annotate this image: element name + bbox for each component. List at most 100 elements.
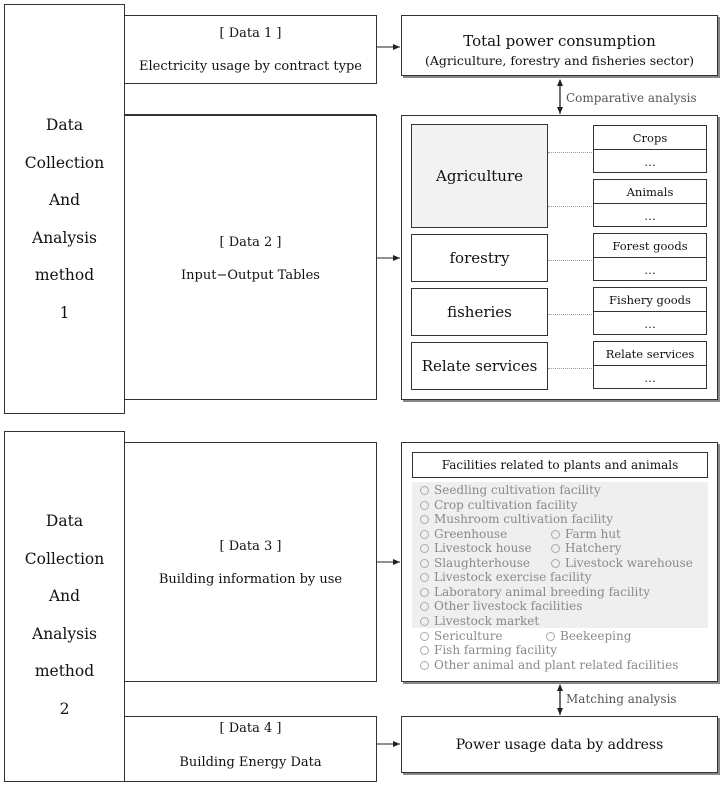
sub-crops: Crops … (593, 125, 707, 173)
facility-item-label: Greenhouse (434, 527, 508, 541)
facility-item: Slaughterhouse (420, 556, 530, 570)
method1-line: Collection (24, 153, 105, 172)
radio-circle-icon (420, 529, 429, 539)
data3-data4-connector (124, 681, 125, 716)
method1-line: And (48, 191, 81, 209)
data4-title: Building Energy Data (179, 755, 322, 770)
radio-circle-icon (420, 572, 429, 582)
data1-tag: [ Data 1 ] (219, 26, 282, 41)
facility-item-label: Livestock warehouse (565, 556, 693, 570)
dotted-connector (548, 368, 594, 369)
facility-item-label: Slaughterhouse (434, 556, 530, 570)
sector-fisheries-label: fisheries (447, 303, 512, 321)
data2-box: [ Data 2 ] Input−Output Tables (124, 115, 377, 400)
radio-circle-icon (551, 543, 560, 553)
sector-agriculture: Agriculture (411, 124, 548, 228)
sub-fishery-goods-label: Fishery goods (594, 288, 706, 312)
method2-line: Data (45, 512, 84, 530)
radio-circle-icon (420, 485, 429, 495)
sub-animals: Animals … (593, 179, 707, 227)
radio-circle-icon (420, 601, 429, 611)
data1-title: Electricity usage by contract type (139, 59, 362, 74)
sector-fisheries: fisheries (411, 288, 548, 336)
data2-tag: [ Data 2 ] (219, 235, 282, 250)
data1-box: [ Data 1 ] Electricity usage by contract… (124, 15, 377, 84)
data4-box: [ Data 4 ] Building Energy Data (124, 716, 377, 782)
facility-item: Sericulture (420, 629, 503, 643)
method1-line: 1 (59, 303, 70, 322)
data1-data2-connector (124, 83, 376, 115)
sub-forest-goods: Forest goods … (593, 233, 707, 281)
method2-panel: Data Collection And Analysis method 2 (4, 431, 125, 782)
facility-item-label: Laboratory animal breeding facility (434, 585, 650, 599)
data3-box: [ Data 3 ] Building information by use (124, 442, 377, 682)
sub-relate-services-more: … (644, 370, 656, 385)
dotted-connector (548, 260, 594, 261)
facility-item: Livestock house (420, 541, 532, 555)
facility-item: Mushroom cultivation facility (420, 512, 613, 526)
radio-circle-icon (420, 645, 429, 655)
radio-circle-icon (420, 543, 429, 553)
method2-line: Collection (24, 549, 105, 568)
facility-item-label: Sericulture (434, 629, 503, 643)
radio-circle-icon (546, 631, 555, 641)
sector-relate-services-label: Relate services (421, 357, 538, 375)
dotted-connector (548, 314, 594, 315)
method1-line: method (34, 266, 95, 284)
sector-forestry-label: forestry (449, 249, 510, 267)
total-power-box: Total power consumption (Agriculture, fo… (401, 15, 718, 76)
facility-item-label: Farm hut (565, 527, 621, 541)
method2-line: Analysis (32, 624, 97, 643)
sub-fishery-goods-more: … (644, 316, 656, 331)
radio-circle-icon (551, 558, 560, 568)
data2-title: Input−Output Tables (181, 268, 320, 283)
sub-forest-goods-label: Forest goods (594, 234, 706, 258)
sub-crops-more: … (644, 154, 656, 169)
radio-circle-icon (420, 587, 429, 597)
facility-item: Beekeeping (546, 629, 631, 643)
facility-item: Other animal and plant related facilitie… (420, 658, 678, 672)
method1-line: Analysis (32, 228, 97, 247)
facility-item: Farm hut (551, 527, 621, 541)
facility-item: Livestock market (420, 614, 539, 628)
facility-item: Hatchery (551, 541, 622, 555)
sub-relate-services: Relate services … (593, 341, 707, 389)
facilities-header-label: Facilities related to plants and animals (441, 458, 679, 472)
facility-item-label: Hatchery (565, 541, 622, 555)
facility-item-label: Seedling cultivation facility (434, 483, 601, 497)
sub-forest-goods-more: … (644, 262, 656, 277)
method2-line: 2 (59, 699, 70, 718)
facility-item-label: Crop cultivation facility (434, 498, 578, 512)
sub-fishery-goods: Fishery goods … (593, 287, 707, 335)
facility-item-label: Beekeeping (560, 629, 632, 643)
data4-tag: [ Data 4 ] (219, 721, 282, 736)
dotted-connector (548, 152, 594, 153)
radio-circle-icon (420, 631, 429, 641)
data3-title: Building information by use (158, 572, 343, 587)
facilities-highlight (412, 482, 708, 628)
power-by-address-box: Power usage data by address (401, 716, 718, 773)
power-by-address-label: Power usage data by address (455, 736, 664, 753)
facility-item: Seedling cultivation facility (420, 483, 601, 497)
data3-tag: [ Data 3 ] (219, 539, 282, 554)
sub-relate-services-label: Relate services (594, 342, 706, 366)
sub-animals-label: Animals (594, 180, 706, 204)
total-power-subtitle: (Agriculture, forestry and fisheries sec… (425, 53, 694, 68)
facilities-header: Facilities related to plants and animals (412, 452, 708, 478)
facility-item: Livestock warehouse (551, 556, 693, 570)
radio-circle-icon (420, 558, 429, 568)
method2-line: method (34, 662, 95, 680)
facility-item-label: Livestock exercise facility (434, 570, 592, 584)
facility-item-label: Mushroom cultivation facility (434, 512, 614, 526)
radio-circle-icon (420, 616, 429, 626)
comparative-analysis-label: Comparative analysis (566, 91, 697, 105)
facility-item-label: Fish farming facility (434, 643, 558, 657)
total-power-title: Total power consumption (463, 32, 656, 50)
method2-line: And (48, 587, 81, 605)
method1-panel: Data Collection And Analysis method 1 (4, 4, 125, 414)
radio-circle-icon (420, 500, 429, 510)
method1-line: Data (45, 116, 84, 134)
sub-crops-label: Crops (594, 126, 706, 150)
facility-item: Greenhouse (420, 527, 507, 541)
